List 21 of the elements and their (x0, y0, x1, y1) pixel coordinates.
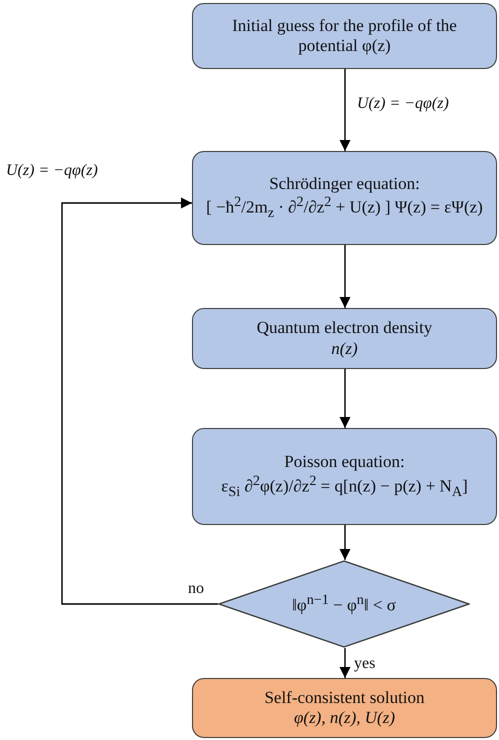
arrow (61, 197, 218, 605)
arrow (339, 525, 351, 560)
node-heading: Self-consistent solution (264, 688, 425, 708)
process-box (192, 3, 497, 69)
process-box (192, 428, 497, 525)
node-text: ‖φ$^{n−1}$ − φ$^{n}$‖ < σ (292, 592, 396, 616)
node-heading: Poisson equation: (284, 452, 405, 473)
node-text: ε$_{Si}$ ∂$^{2}$φ(z)/∂z$^{2}$ = q[n(z) − p(z) + N$_{A}$] (221, 472, 468, 501)
node-text: φ(z), n(z), U(z) (294, 708, 395, 728)
process-box (192, 678, 497, 738)
node-text: n(z) (331, 338, 358, 359)
arrow (339, 369, 351, 428)
arrow (339, 69, 351, 151)
arrow (339, 648, 351, 678)
node-text: [ −ħ$^{2}$/2m$_{z}$ · ∂$^{2}$/∂z$^{2}$ + U(z) ] Ψ(z) = εΨ(z) (206, 194, 483, 222)
node-text: Initial guess for the profile of the potential φ(z) (231, 16, 458, 56)
node-heading: Quantum electron density (256, 318, 432, 338)
process-box (192, 308, 497, 369)
node-heading: Schrödinger equation: (269, 174, 420, 194)
arrow (339, 245, 351, 308)
process-box (192, 151, 497, 245)
